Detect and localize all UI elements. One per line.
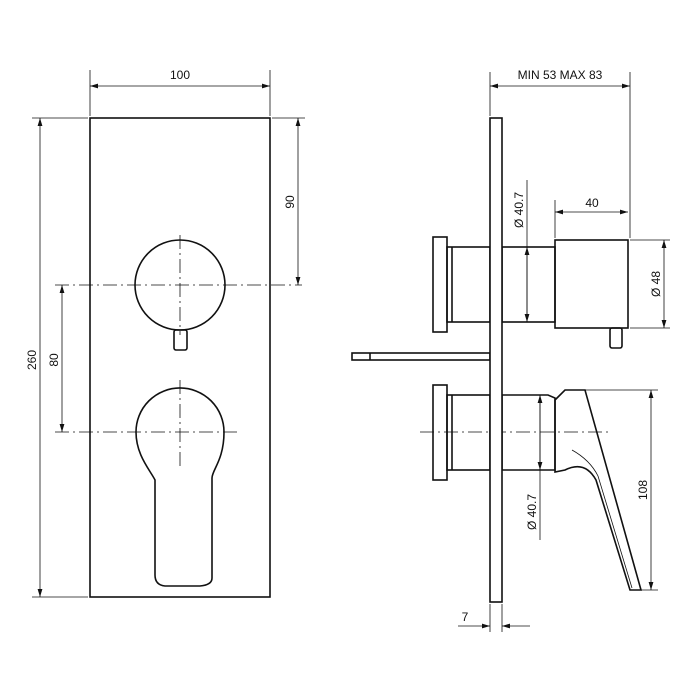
knob-pin bbox=[173, 329, 188, 351]
diverter-rod bbox=[351, 352, 491, 361]
width-dimension: 100 bbox=[170, 68, 190, 82]
lower-cartridge-flange bbox=[432, 384, 448, 481]
height-dimension: 260 bbox=[25, 350, 39, 370]
depth-dimension: MIN 53 MAX 83 bbox=[518, 68, 603, 82]
side-view: MIN 53 MAX 83 40 Ø 48 Ø 40.7 Ø 40.7 108 … bbox=[351, 68, 670, 632]
upper-body-diameter-dimension: Ø 40.7 bbox=[512, 192, 526, 228]
axis-spacing-dimension: 80 bbox=[47, 353, 61, 367]
knob-length-dimension: 40 bbox=[585, 196, 599, 210]
knob-offset-dimension: 90 bbox=[283, 195, 297, 209]
mixer-lever bbox=[135, 387, 225, 587]
front-view: 100 260 90 80 bbox=[25, 68, 305, 598]
diverter-knob-side bbox=[554, 239, 629, 329]
mixer-lever-side bbox=[554, 389, 643, 591]
upper-cartridge-flange bbox=[432, 236, 448, 333]
cover-plate-side bbox=[489, 117, 503, 603]
cover-plate bbox=[89, 117, 271, 598]
plate-thickness-dimension: 7 bbox=[462, 610, 469, 624]
lower-body-diameter-dimension: Ø 40.7 bbox=[525, 494, 539, 530]
lever-height-dimension: 108 bbox=[636, 480, 650, 500]
knob-diameter-dimension: Ø 48 bbox=[649, 271, 663, 297]
